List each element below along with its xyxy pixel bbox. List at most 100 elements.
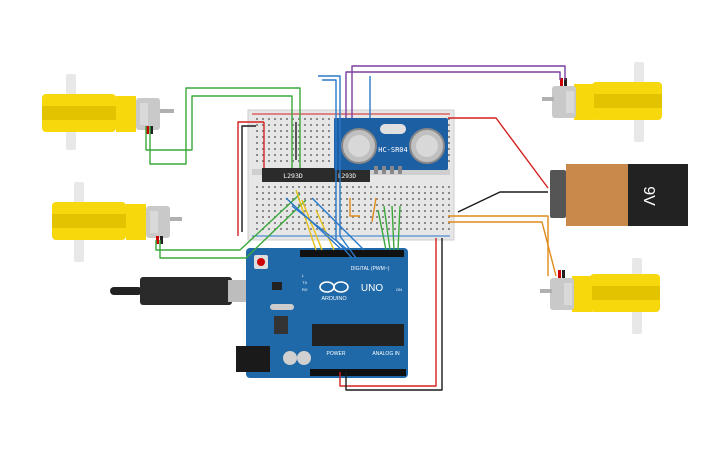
breadboard-hole <box>298 216 300 218</box>
breadboard-hole <box>382 186 384 188</box>
breadboard-hole <box>358 228 360 230</box>
breadboard-hole <box>340 204 342 206</box>
breadboard-hole <box>292 142 294 144</box>
breadboard-hole <box>346 186 348 188</box>
breadboard-hole <box>280 222 282 224</box>
breadboard-hole <box>280 160 282 162</box>
arduino-uno-board[interactable]: ARDUINO UNO DIGITAL (PWM~) POWER ANALOG … <box>236 248 408 378</box>
breadboard-hole <box>388 222 390 224</box>
breadboard-hole <box>280 148 282 150</box>
breadboard-hole <box>262 210 264 212</box>
breadboard-hole <box>274 136 276 138</box>
breadboard-hole <box>268 148 270 150</box>
breadboard-hole <box>310 118 312 120</box>
breadboard-hole <box>316 124 318 126</box>
tx-label: TX <box>302 280 307 285</box>
breadboard-hole <box>262 186 264 188</box>
breadboard-hole <box>346 198 348 200</box>
breadboard-hole <box>274 160 276 162</box>
motor-driver-chip-2[interactable]: L293D <box>324 168 370 182</box>
breadboard-hole <box>406 198 408 200</box>
breadboard-hole <box>286 124 288 126</box>
breadboard-hole <box>256 186 258 188</box>
dc-motor-top-left[interactable] <box>42 74 174 150</box>
breadboard-hole <box>382 216 384 218</box>
wire-red <box>339 238 437 387</box>
breadboard-hole <box>406 204 408 206</box>
breadboard-hole <box>298 192 300 194</box>
breadboard-hole <box>346 210 348 212</box>
breadboard-hole <box>328 154 330 156</box>
breadboard-hole <box>346 222 348 224</box>
breadboard-hole <box>262 216 264 218</box>
breadboard-hole <box>310 198 312 200</box>
breadboard-hole <box>364 216 366 218</box>
wire-purple <box>351 65 566 118</box>
breadboard-hole <box>292 130 294 132</box>
breadboard-hole <box>370 210 372 212</box>
breadboard-hole <box>304 160 306 162</box>
wire-orange <box>448 215 549 276</box>
breadboard-hole <box>310 216 312 218</box>
breadboard-hole <box>298 204 300 206</box>
breadboard-hole <box>370 204 372 206</box>
breadboard-hole <box>262 142 264 144</box>
breadboard-hole <box>388 186 390 188</box>
battery-9v[interactable]: 9V <box>550 164 688 226</box>
breadboard-hole <box>286 142 288 144</box>
dc-motor-top-right[interactable] <box>542 62 662 142</box>
breadboard-hole <box>316 192 318 194</box>
breadboard-hole <box>268 130 270 132</box>
breadboard-hole <box>370 216 372 218</box>
motor-driver-chip-1[interactable]: L293D <box>262 168 324 182</box>
breadboard-hole <box>304 210 306 212</box>
breadboard-hole <box>274 154 276 156</box>
ultrasonic-sensor[interactable]: HC-SR04 <box>334 118 448 174</box>
breadboard-hole <box>436 198 438 200</box>
breadboard-hole <box>310 228 312 230</box>
breadboard-hole <box>298 130 300 132</box>
breadboard-hole <box>442 228 444 230</box>
wire-blue <box>311 197 365 251</box>
breadboard-hole <box>370 228 372 230</box>
wire-black <box>241 125 256 232</box>
dc-motor-middle-left[interactable] <box>52 182 182 262</box>
breadboard-hole <box>418 192 420 194</box>
breadboard-hole <box>304 118 306 120</box>
breadboard-hole <box>406 210 408 212</box>
breadboard-hole <box>436 216 438 218</box>
breadboard-hole <box>280 118 282 120</box>
breadboard-hole <box>424 216 426 218</box>
breadboard-hole <box>304 154 306 156</box>
wire-green <box>149 87 301 168</box>
breadboard-hole <box>310 148 312 150</box>
breadboard-hole <box>370 222 372 224</box>
wire-blue <box>291 205 349 251</box>
breadboard-hole <box>430 216 432 218</box>
breadboard-hole <box>328 198 330 200</box>
dc-motor-bottom-right[interactable] <box>540 258 660 334</box>
breadboard-hole <box>316 130 318 132</box>
breadboard-hole <box>340 210 342 212</box>
breadboard-hole <box>262 148 264 150</box>
breadboard-hole <box>322 192 324 194</box>
breadboard-hole <box>358 204 360 206</box>
arduino-model: UNO <box>361 283 383 294</box>
wire-black <box>457 191 548 213</box>
breadboard-hole <box>334 186 336 188</box>
wire-green <box>155 193 301 251</box>
breadboard-hole <box>280 186 282 188</box>
breadboard-hole <box>394 210 396 212</box>
breadboard-hole <box>352 228 354 230</box>
breadboard-hole <box>448 222 450 224</box>
breadboard-hole <box>406 222 408 224</box>
breadboard-hole <box>376 186 378 188</box>
breadboard-hole <box>292 160 294 162</box>
breadboard-hole <box>262 130 264 132</box>
breadboard-hole <box>304 228 306 230</box>
breadboard-hole <box>292 198 294 200</box>
breadboard-hole <box>286 130 288 132</box>
breadboard-hole <box>448 216 450 218</box>
breadboard-hole <box>304 222 306 224</box>
breadboard-hole <box>274 198 276 200</box>
